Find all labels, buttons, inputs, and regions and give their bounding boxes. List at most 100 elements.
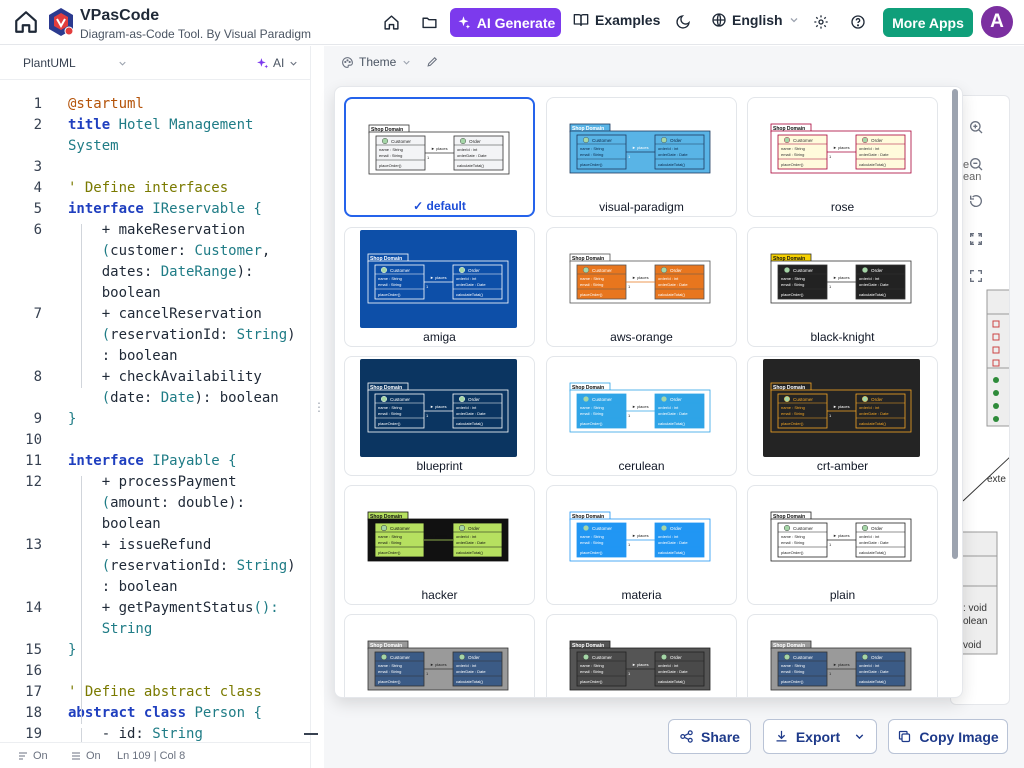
pencil-icon[interactable] — [426, 55, 439, 68]
class-operation: calculateTotal() — [457, 163, 485, 168]
zoom-out-icon[interactable] — [966, 154, 986, 174]
code-text: abstract class Person { — [68, 705, 262, 721]
reset-zoom-icon[interactable] — [966, 191, 986, 211]
theme-name: hacker — [345, 588, 534, 602]
code-text: System — [68, 138, 119, 154]
class-attribute: orderDate : Date — [456, 411, 486, 416]
code-line[interactable]: 19 - id: String — [0, 726, 310, 742]
home-nav-icon[interactable] — [380, 11, 402, 33]
more-apps-button[interactable]: More Apps — [883, 8, 973, 37]
class-attribute: email : String — [580, 411, 603, 416]
ai-generate-button[interactable]: AI Generate — [450, 8, 561, 37]
code-line[interactable]: 16 — [0, 663, 310, 684]
ai-menu-button[interactable]: AI — [256, 56, 299, 70]
export-button[interactable]: Export — [763, 719, 877, 754]
code-line[interactable]: 9} — [0, 411, 310, 432]
code-line[interactable]: 1@startuml — [0, 96, 310, 117]
code-line[interactable]: 13 + issueRefund — [0, 537, 310, 558]
folder-icon[interactable] — [418, 11, 440, 33]
code-line[interactable]: dates: DateRange): — [0, 264, 310, 285]
help-icon[interactable] — [847, 11, 869, 33]
theme-name-text: visual-paradigm — [599, 200, 684, 214]
code-line[interactable]: System — [0, 138, 310, 159]
code-line[interactable]: : boolean — [0, 348, 310, 369]
class-operation: calculateTotal() — [859, 292, 887, 297]
code-line[interactable]: 17' Define abstract class — [0, 684, 310, 705]
class-attribute: name : String — [781, 146, 805, 151]
code-line[interactable]: 6 + makeReservation — [0, 222, 310, 243]
code-line[interactable]: 14 + getPaymentStatus(): — [0, 600, 310, 621]
code-line[interactable]: boolean — [0, 516, 310, 537]
code-line[interactable]: : boolean — [0, 579, 310, 600]
code-line[interactable]: 12 + processPayment — [0, 474, 310, 495]
class-attribute: email : String — [379, 153, 402, 158]
code-line[interactable]: 3 — [0, 159, 310, 180]
multiplicity-label: 1 — [426, 542, 429, 547]
code-line[interactable]: (customer: Customer, — [0, 243, 310, 264]
code-token: String — [68, 621, 153, 637]
class-name: Order — [670, 526, 682, 531]
pane-splitter[interactable] — [310, 46, 324, 768]
code-line[interactable]: (date: Date): boolean — [0, 390, 310, 411]
theme-button[interactable]: Theme — [341, 55, 412, 69]
code-line[interactable]: 4' Define interfaces — [0, 180, 310, 201]
code-text: (date: Date): boolean — [68, 390, 279, 406]
diagram-language-select[interactable]: PlantUML — [23, 56, 76, 70]
chevron-down-icon[interactable] — [117, 58, 128, 69]
class-badge — [381, 525, 388, 532]
class-name: Customer — [390, 397, 410, 402]
class-attribute: orderDate : Date — [859, 669, 889, 674]
word-wrap-toggle[interactable]: On — [17, 750, 48, 762]
share-button[interactable]: Share — [668, 719, 751, 754]
code-line[interactable]: (reservationId: String) — [0, 327, 310, 348]
class-badge — [458, 654, 465, 661]
settings-icon[interactable] — [810, 11, 832, 33]
theme-scrollbar-thumb[interactable] — [952, 89, 958, 559]
home-icon[interactable] — [10, 6, 42, 38]
class-badge — [583, 137, 590, 144]
avatar[interactable]: A — [981, 6, 1013, 38]
class-attribute: email : String — [781, 282, 804, 287]
copy-image-button[interactable]: Copy Image — [888, 719, 1008, 754]
language-select[interactable]: English — [711, 12, 800, 28]
minimap-toggle[interactable]: On — [70, 750, 101, 762]
class-attribute: orderDate : Date — [658, 669, 688, 674]
code-line[interactable]: 15} — [0, 642, 310, 663]
zoom-in-icon[interactable] — [966, 117, 986, 137]
code-line[interactable]: (amount: double): — [0, 495, 310, 516]
code-line[interactable]: (reservationId: String) — [0, 558, 310, 579]
code-token: ( — [68, 390, 111, 406]
class-badge — [784, 267, 791, 274]
class-attribute: email : String — [378, 669, 401, 674]
code-line[interactable]: 7 + cancelReservation — [0, 306, 310, 327]
dark-mode-icon[interactable] — [672, 11, 694, 33]
code-line[interactable]: 10 — [0, 432, 310, 453]
fullscreen-icon[interactable] — [966, 266, 986, 286]
code-line[interactable]: boolean — [0, 285, 310, 306]
code-line[interactable]: String — [0, 621, 310, 642]
fit-to-screen-icon[interactable] — [966, 229, 986, 249]
code-line[interactable]: 8 + checkAvailability — [0, 369, 310, 390]
examples-button[interactable]: Examples — [573, 12, 660, 28]
package-label: Shop Domain — [572, 126, 604, 132]
